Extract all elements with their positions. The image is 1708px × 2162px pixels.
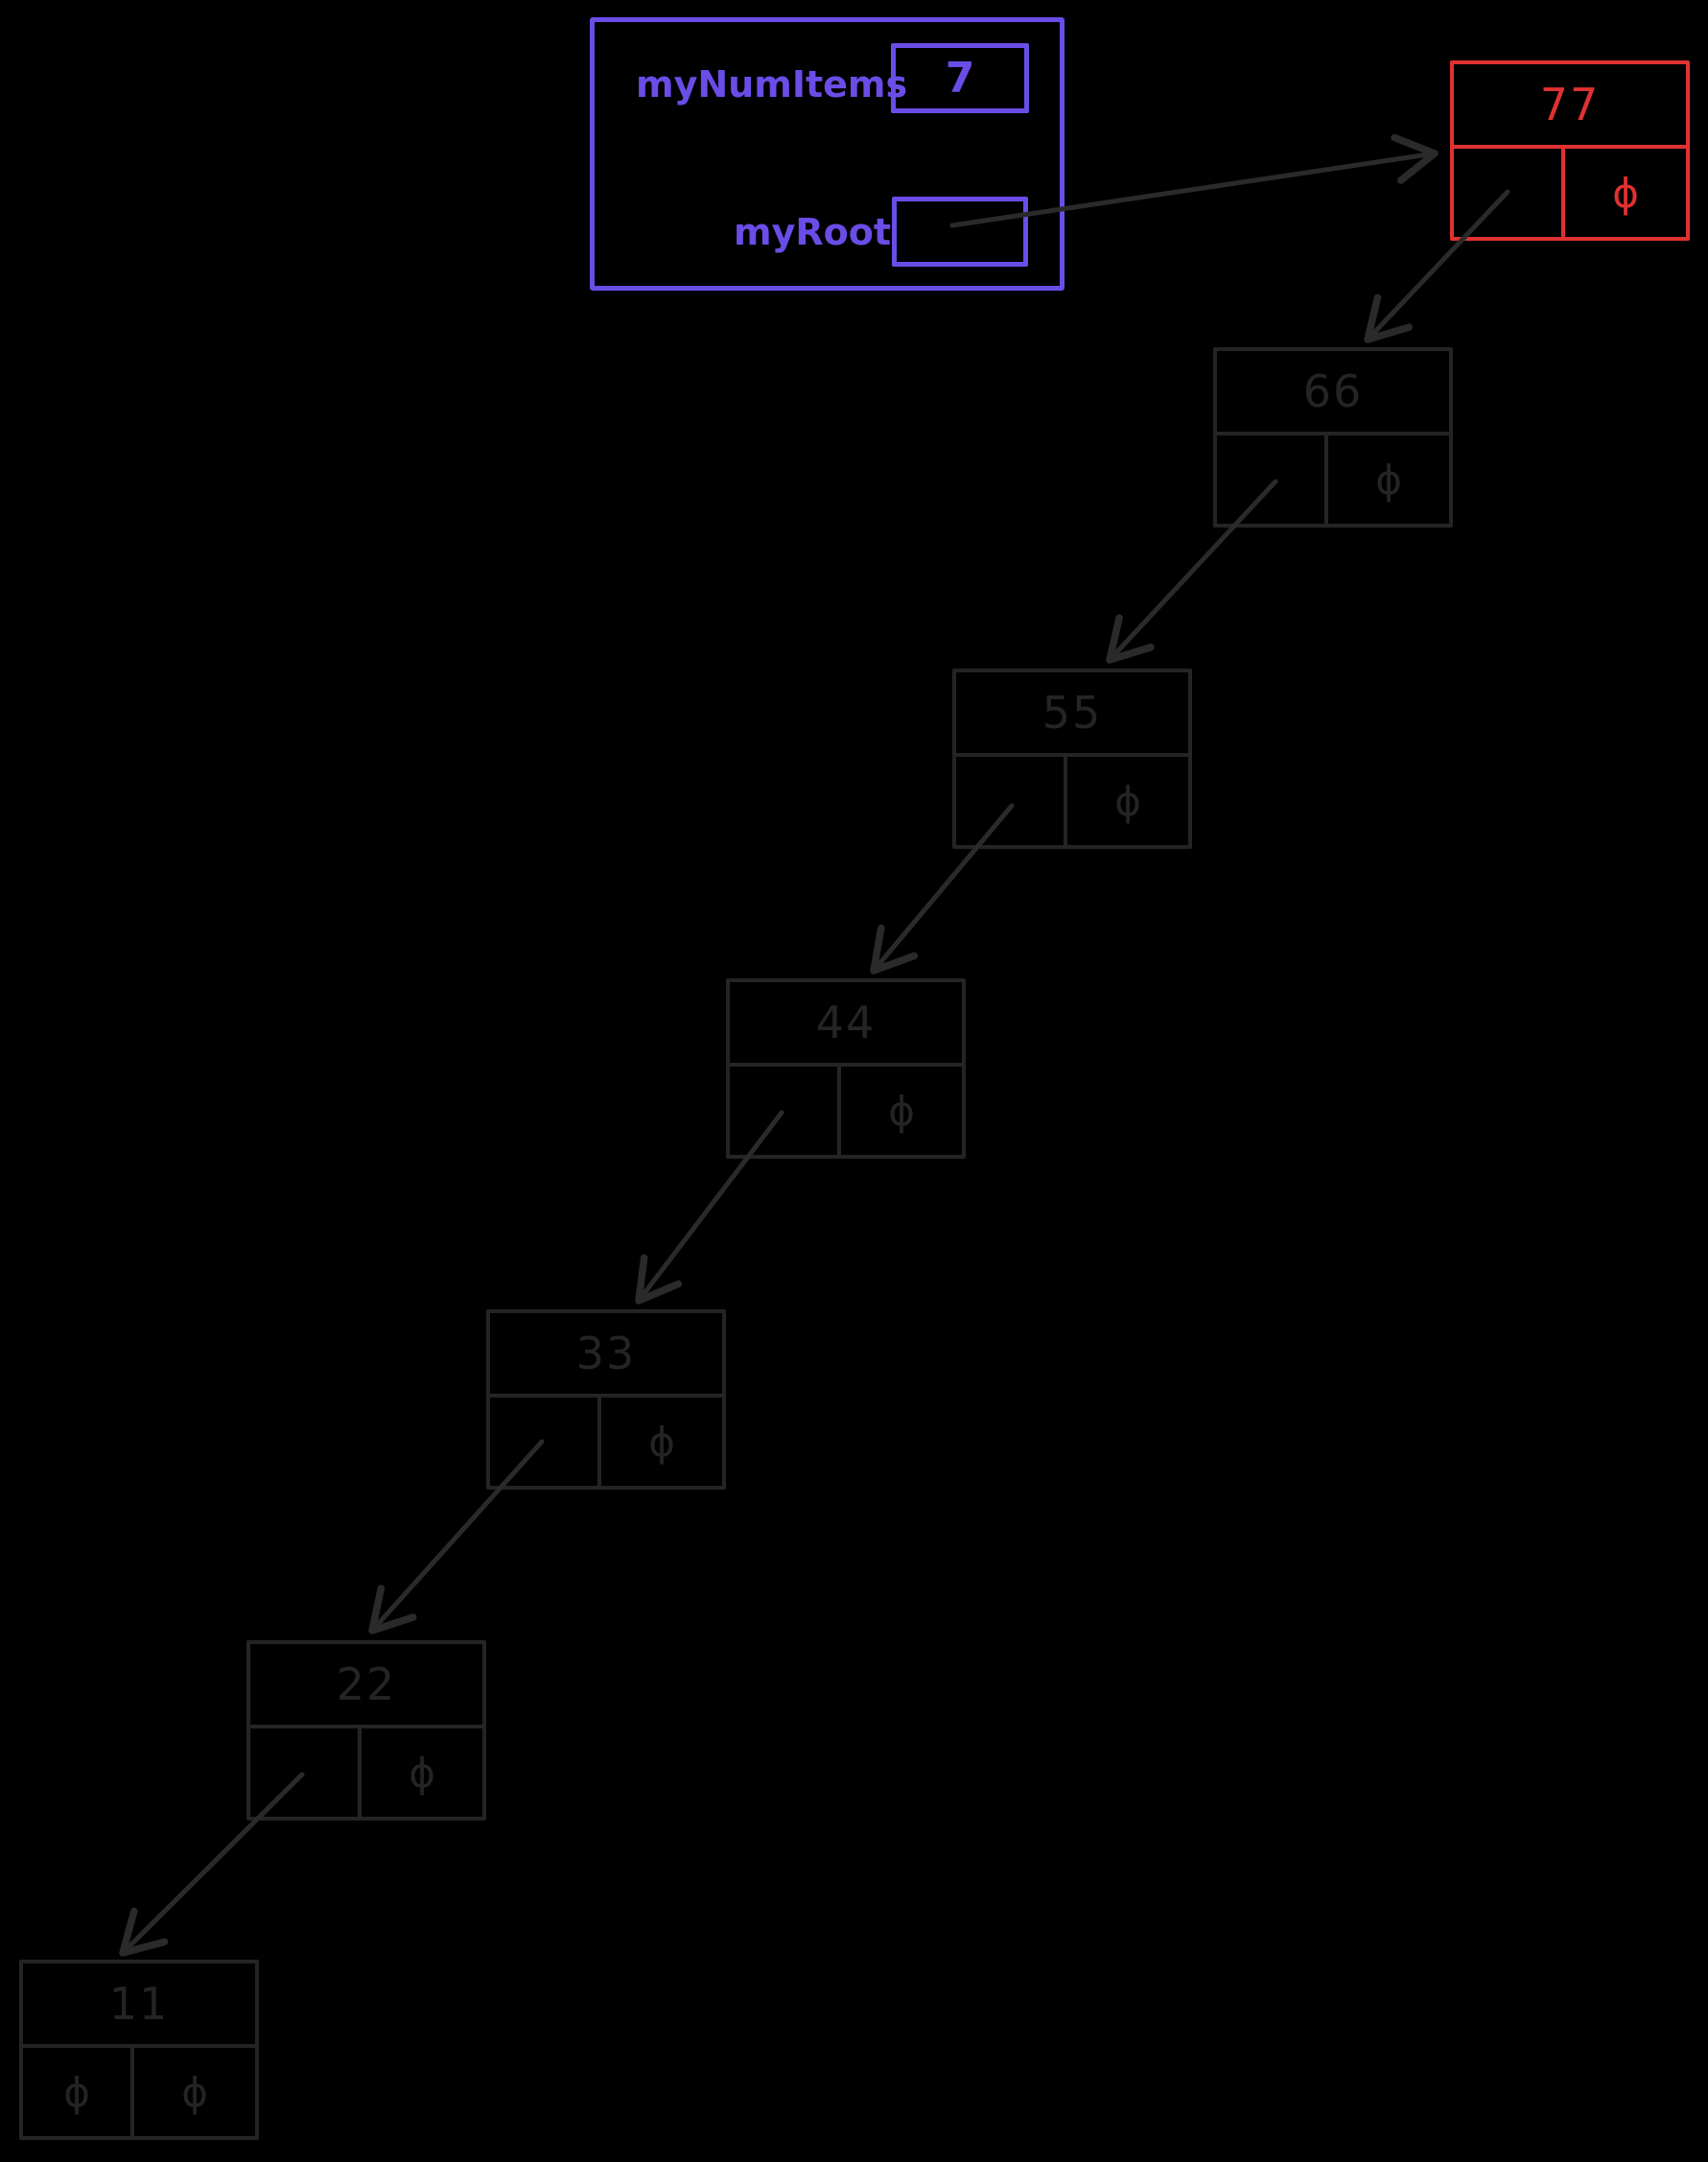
node-55: 55 ϕ [952,669,1192,849]
node-11-pointers: ϕ ϕ [23,2048,255,2136]
node-33-right-pointer: ϕ [648,1418,675,1466]
node-22: 22 ϕ [246,1640,486,1821]
node-66-pointers: ϕ [1217,435,1449,524]
node-77: 77 ϕ [1450,60,1690,241]
node-33-left-pointer [490,1398,602,1486]
node-11: 11 ϕ ϕ [19,1960,259,2140]
node-33: 33 ϕ [486,1309,726,1490]
node-44-pointers: ϕ [730,1067,962,1155]
root-value-box [892,197,1028,267]
node-66-left-pointer [1217,435,1329,524]
node-55-pointers: ϕ [956,757,1188,845]
num-items-value-box: 7 [891,43,1029,113]
node-77-right-pointer: ϕ [1612,169,1639,217]
node-44-left-pointer [730,1067,842,1155]
node-66-value: 66 [1217,351,1449,435]
node-44-right-pointer: ϕ [888,1087,915,1135]
node-44-value: 44 [730,982,962,1067]
root-label: myRoot [734,211,892,253]
node-55-value: 55 [956,672,1188,757]
node-44: 44 ϕ [726,978,966,1159]
node-66: 66 ϕ [1213,347,1453,528]
node-77-left-pointer [1454,149,1566,237]
node-11-left-pointer: ϕ [23,2048,135,2136]
node-11-value: 11 [23,1963,255,2048]
node-22-left-pointer [250,1728,363,1817]
node-77-pointers: ϕ [1454,149,1686,237]
node-33-value: 33 [490,1313,722,1398]
node-22-value: 22 [250,1644,482,1728]
variables-box: myNumItems 7 myRoot [590,17,1065,291]
node-22-right-pointer: ϕ [409,1749,435,1797]
node-55-left-pointer [956,757,1068,845]
node-22-pointers: ϕ [250,1728,482,1817]
num-items-label: myNumItems [636,63,908,106]
node-66-right-pointer: ϕ [1375,456,1402,504]
node-55-right-pointer: ϕ [1114,777,1141,825]
node-77-value: 77 [1454,64,1686,149]
node-33-pointers: ϕ [490,1398,722,1486]
node-11-right-pointer: ϕ [181,2068,208,2116]
